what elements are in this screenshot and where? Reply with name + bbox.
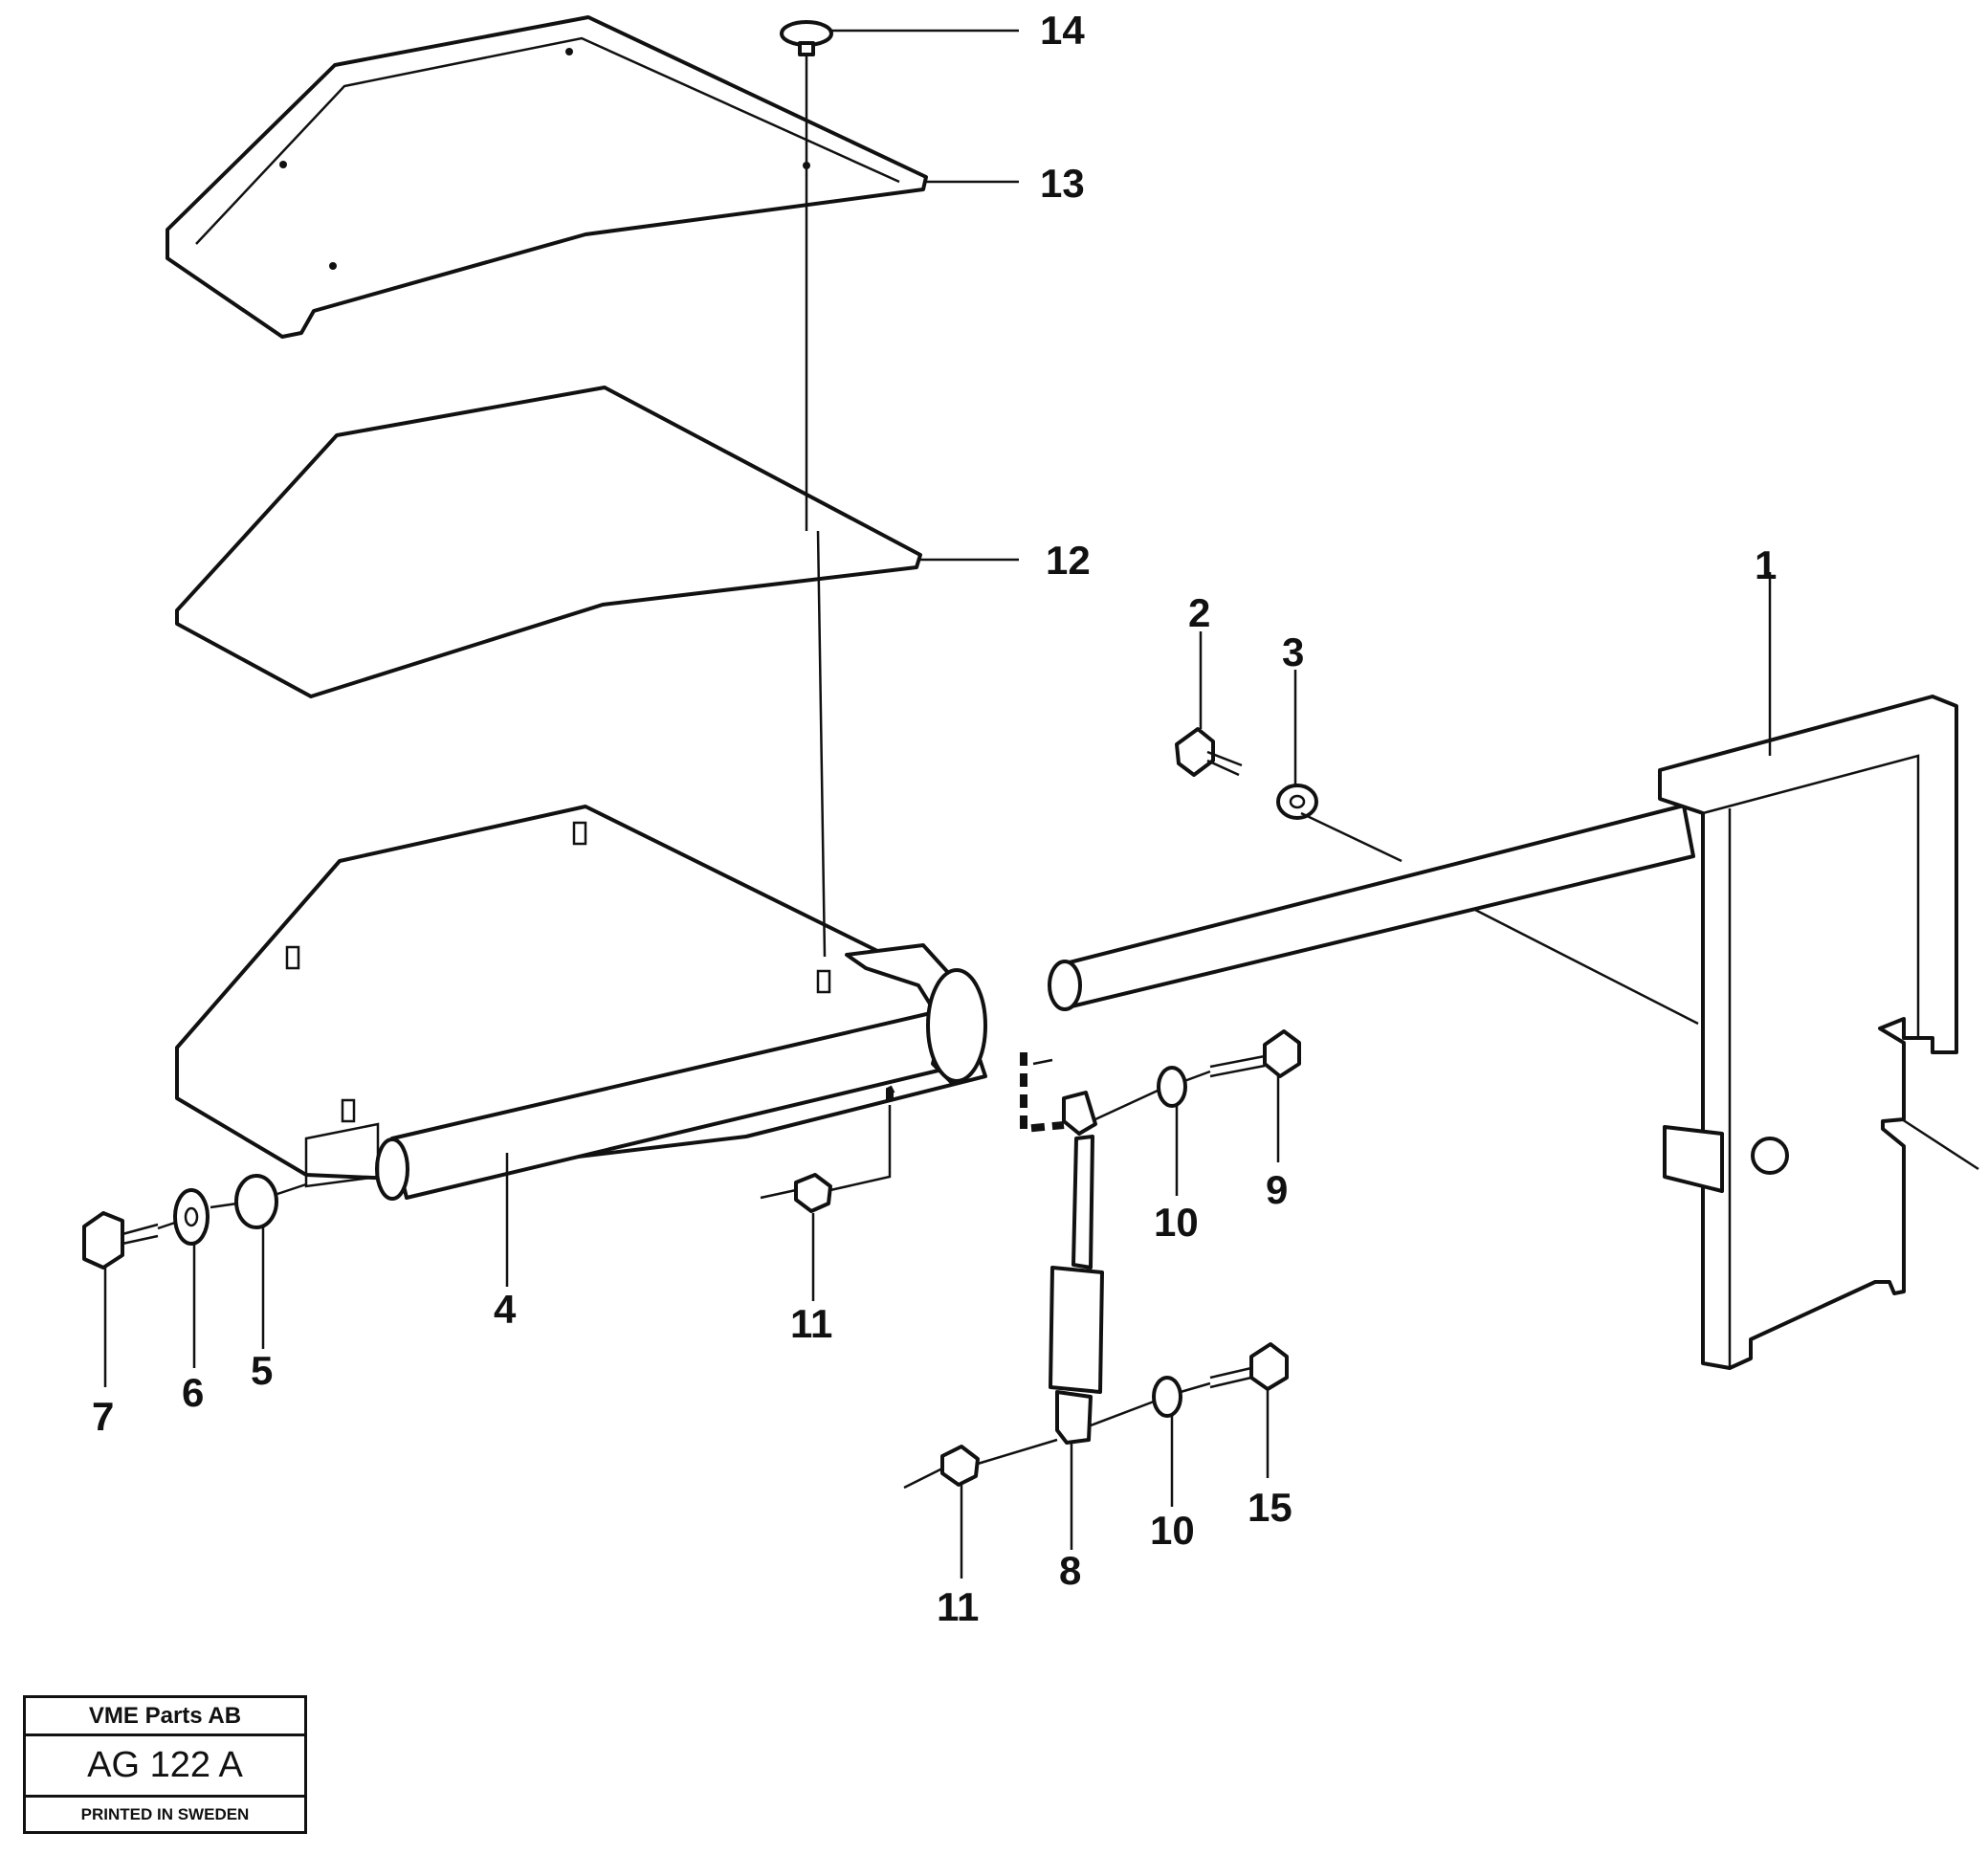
part-15-bolt — [1209, 1342, 1289, 1391]
part-10-washer-lower — [1152, 1376, 1182, 1418]
part-11-nut-lower — [940, 1445, 980, 1487]
callout-14: 14 — [1040, 8, 1085, 53]
part-7-bolt — [82, 1211, 159, 1270]
part-9-bolt — [1209, 1029, 1301, 1078]
part-1-bracket — [1658, 695, 1958, 1370]
company-name: VME Parts AB — [26, 1698, 304, 1736]
part-6-washer — [173, 1188, 210, 1246]
assembly-lines — [157, 55, 1979, 1490]
part-11-nut-upper — [794, 1173, 832, 1213]
callout-11-lower: 11 — [937, 1584, 979, 1629]
part-13-cover-plate — [166, 15, 928, 339]
part-3-washer — [1276, 784, 1318, 820]
part-12-mat — [175, 386, 922, 698]
part-2-bolt — [1175, 727, 1243, 777]
connecting-rod — [1048, 804, 1695, 1011]
callout-6: 6 — [182, 1370, 204, 1415]
callout-5: 5 — [251, 1348, 273, 1393]
callout-13: 13 — [1040, 161, 1085, 206]
callout-3: 3 — [1282, 629, 1304, 674]
callout-8: 8 — [1059, 1548, 1081, 1593]
callout-10-upper: 10 — [1154, 1200, 1199, 1245]
part-4-box-with-shaft — [175, 805, 987, 1201]
callout-numbers: 14 13 12 1 2 3 4 5 6 7 11 10 9 15 10 8 1… — [92, 8, 1777, 1629]
callout-10-lower: 10 — [1150, 1508, 1195, 1553]
part-8-gas-spring — [1049, 1091, 1104, 1445]
callout-11-upper: 11 — [790, 1301, 832, 1346]
callout-7: 7 — [92, 1394, 114, 1439]
callout-1: 1 — [1755, 542, 1777, 587]
callout-12: 12 — [1046, 538, 1091, 583]
callout-2: 2 — [1188, 590, 1210, 635]
callout-15: 15 — [1248, 1485, 1292, 1530]
drawing-number: AG 122 A — [26, 1736, 304, 1798]
callout-leaders — [103, 29, 1772, 1579]
part-5-spacer — [234, 1174, 278, 1229]
title-block: VME Parts AB AG 122 A PRINTED IN SWEDEN — [23, 1695, 307, 1834]
part-14-plug — [780, 20, 833, 56]
printed-in-label: PRINTED IN SWEDEN — [80, 1804, 250, 1823]
part-10-washer-upper — [1157, 1066, 1187, 1108]
callout-9: 9 — [1266, 1167, 1288, 1212]
callout-4: 4 — [494, 1287, 517, 1332]
